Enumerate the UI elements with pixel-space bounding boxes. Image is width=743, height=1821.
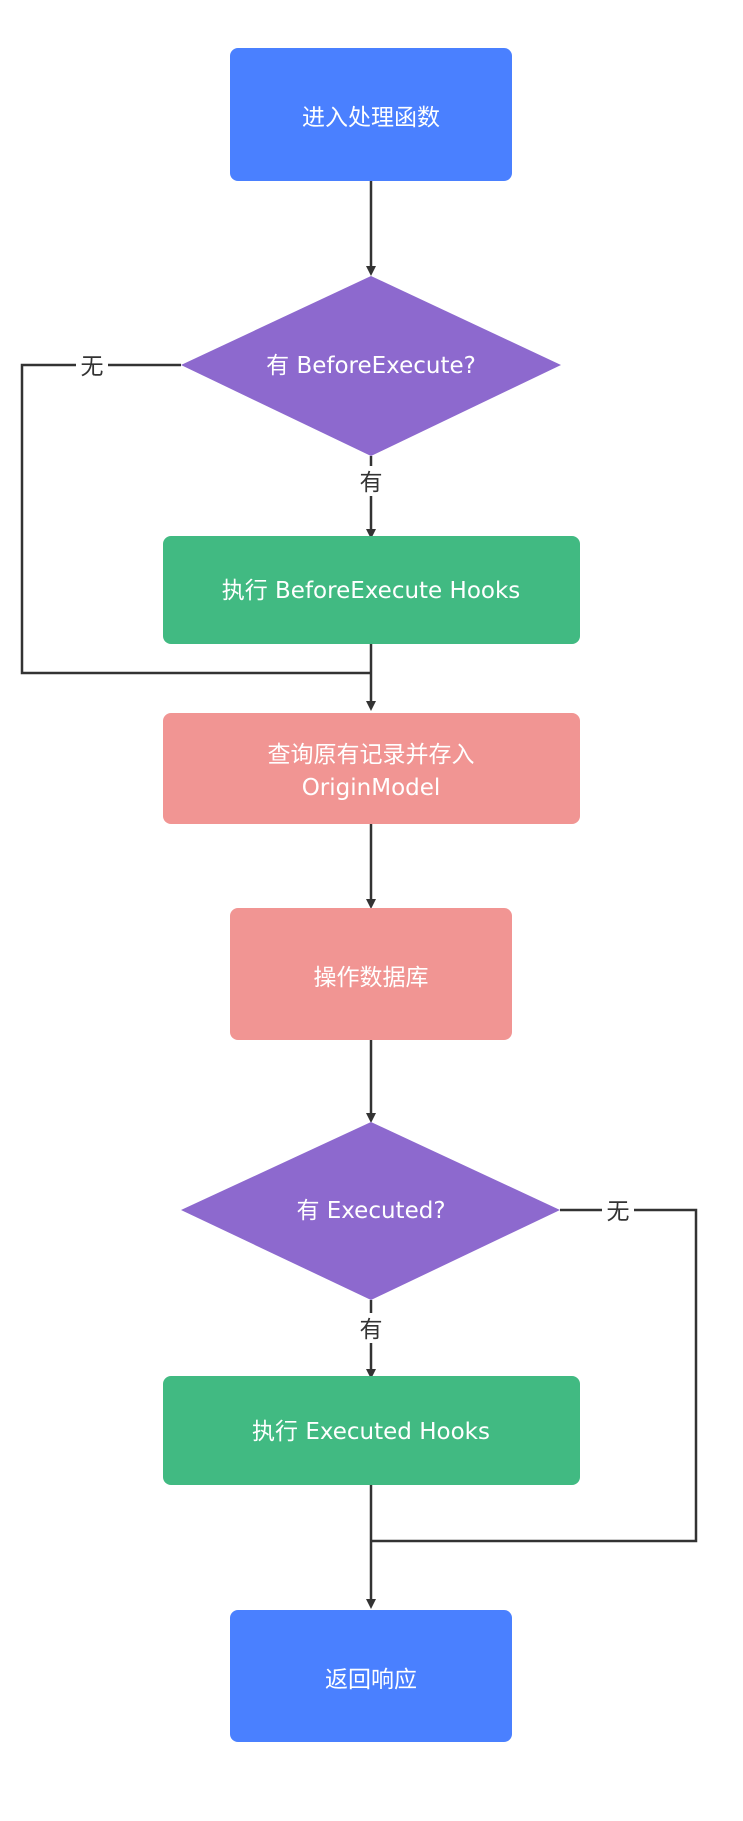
node-query-label-line2: OriginModel <box>302 775 441 801</box>
node-query-label-line1: 查询原有记录并存入 <box>268 742 475 768</box>
decision-diamond <box>181 276 561 456</box>
node-enter-label: 进入处理函数 <box>302 105 440 131</box>
process-shape <box>163 713 580 824</box>
node-exec-executed-label: 执行 Executed Hooks <box>252 1419 490 1445</box>
node-operate-db-label: 操作数据库 <box>314 965 429 991</box>
action-shape <box>163 1376 580 1485</box>
node-decision-before-execute[interactable]: 有 BeforeExecute? <box>181 276 561 456</box>
edge-label-before-no: 无 <box>81 354 104 380</box>
node-exec-before-label: 执行 BeforeExecute Hooks <box>222 578 521 604</box>
edge-labels: 无 有 无 有 <box>76 350 634 1343</box>
node-respond-label: 返回响应 <box>325 1667 417 1693</box>
node-exec-executed-hooks[interactable]: 执行 Executed Hooks <box>163 1376 580 1485</box>
edge-label-executed-no: 无 <box>607 1199 630 1225</box>
node-enter-handler[interactable]: 进入处理函数 <box>230 48 512 181</box>
edge-label-bg <box>355 1313 387 1343</box>
edge-label-before-yes: 有 <box>360 470 383 496</box>
edge-label-bg <box>355 466 387 496</box>
edge-label-bg <box>76 350 108 380</box>
node-return-response[interactable]: 返回响应 <box>230 1610 512 1742</box>
node-exec-before-hooks[interactable]: 执行 BeforeExecute Hooks <box>163 536 580 644</box>
process-shape <box>230 908 512 1040</box>
decision-diamond <box>181 1122 560 1300</box>
node-decision-executed[interactable]: 有 Executed? <box>181 1122 560 1300</box>
edge-label-executed-yes: 有 <box>360 1317 383 1343</box>
node-decision-executed-label: 有 Executed? <box>296 1198 445 1224</box>
node-query-origin[interactable]: 查询原有记录并存入 OriginModel <box>163 713 580 824</box>
edge-label-bg <box>602 1196 634 1226</box>
node-operate-db[interactable]: 操作数据库 <box>230 908 512 1040</box>
terminal-shape <box>230 48 512 181</box>
terminal-shape <box>230 1610 512 1742</box>
nodes: 进入处理函数 有 BeforeExecute? 执行 BeforeExecute… <box>163 48 580 1742</box>
node-decision-before-label: 有 BeforeExecute? <box>266 353 476 379</box>
action-shape <box>163 536 580 644</box>
